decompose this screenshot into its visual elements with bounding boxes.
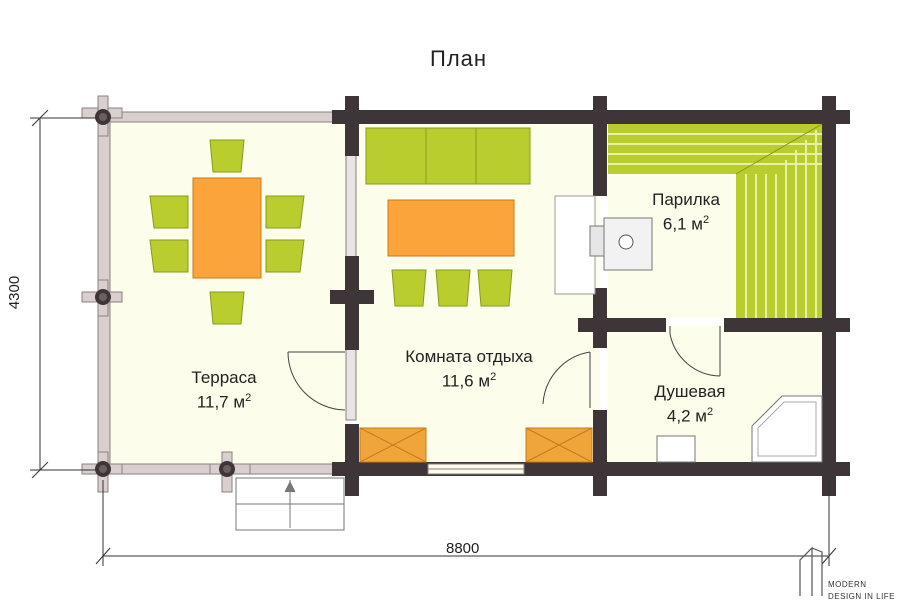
room-name: Комната отдыха <box>405 347 533 366</box>
entrance-steps <box>235 477 345 531</box>
dimension-width: 8800 <box>446 540 480 557</box>
washbasin <box>656 435 696 463</box>
room-area: 11,6 м <box>441 371 491 391</box>
room-area: 4,2 м <box>666 406 707 426</box>
shower-tray-inner <box>757 401 817 457</box>
stove-connector <box>589 225 605 257</box>
shower-tray <box>751 395 823 463</box>
room-label-shower: Душевая 4,2 м2 <box>644 382 736 427</box>
logo-mark <box>799 546 823 596</box>
plan-title: План <box>430 46 488 71</box>
stove-burner <box>618 234 634 250</box>
dimension-height: 4300 <box>6 275 24 310</box>
area-unit-sup: 2 <box>702 214 710 226</box>
room-name: Парилка <box>652 190 720 209</box>
area-unit-sup: 2 <box>706 406 714 418</box>
sauna-benches <box>608 123 823 318</box>
terrace-chairs <box>149 139 305 325</box>
room-area: 11,7 м <box>196 392 246 412</box>
terrace-table <box>192 177 262 279</box>
logo-text-line2: DESIGN IN LIFE <box>828 592 896 601</box>
terrace-posts <box>81 95 251 493</box>
dimension-lines <box>30 109 837 566</box>
room-name: Терраса <box>191 368 257 387</box>
rest-room-chairs <box>391 269 513 307</box>
room-label-terrace: Терраса 11,7 м2 <box>176 368 272 413</box>
room-area: 6,1 м <box>662 214 703 234</box>
sofa <box>365 127 531 185</box>
area-unit-sup: 2 <box>490 371 497 383</box>
windows <box>359 427 593 463</box>
stove-housing <box>554 195 596 295</box>
doors <box>287 326 721 411</box>
room-label-rest-room: Комната отдыха 11,6 м2 <box>394 347 544 392</box>
logo-text-line1: MODERN <box>828 580 867 589</box>
room-label-sauna: Парилка 6,1 м2 <box>642 190 730 235</box>
room-name: Душевая <box>654 382 726 401</box>
area-unit-sup: 2 <box>245 392 252 404</box>
rest-room-table <box>387 199 515 257</box>
